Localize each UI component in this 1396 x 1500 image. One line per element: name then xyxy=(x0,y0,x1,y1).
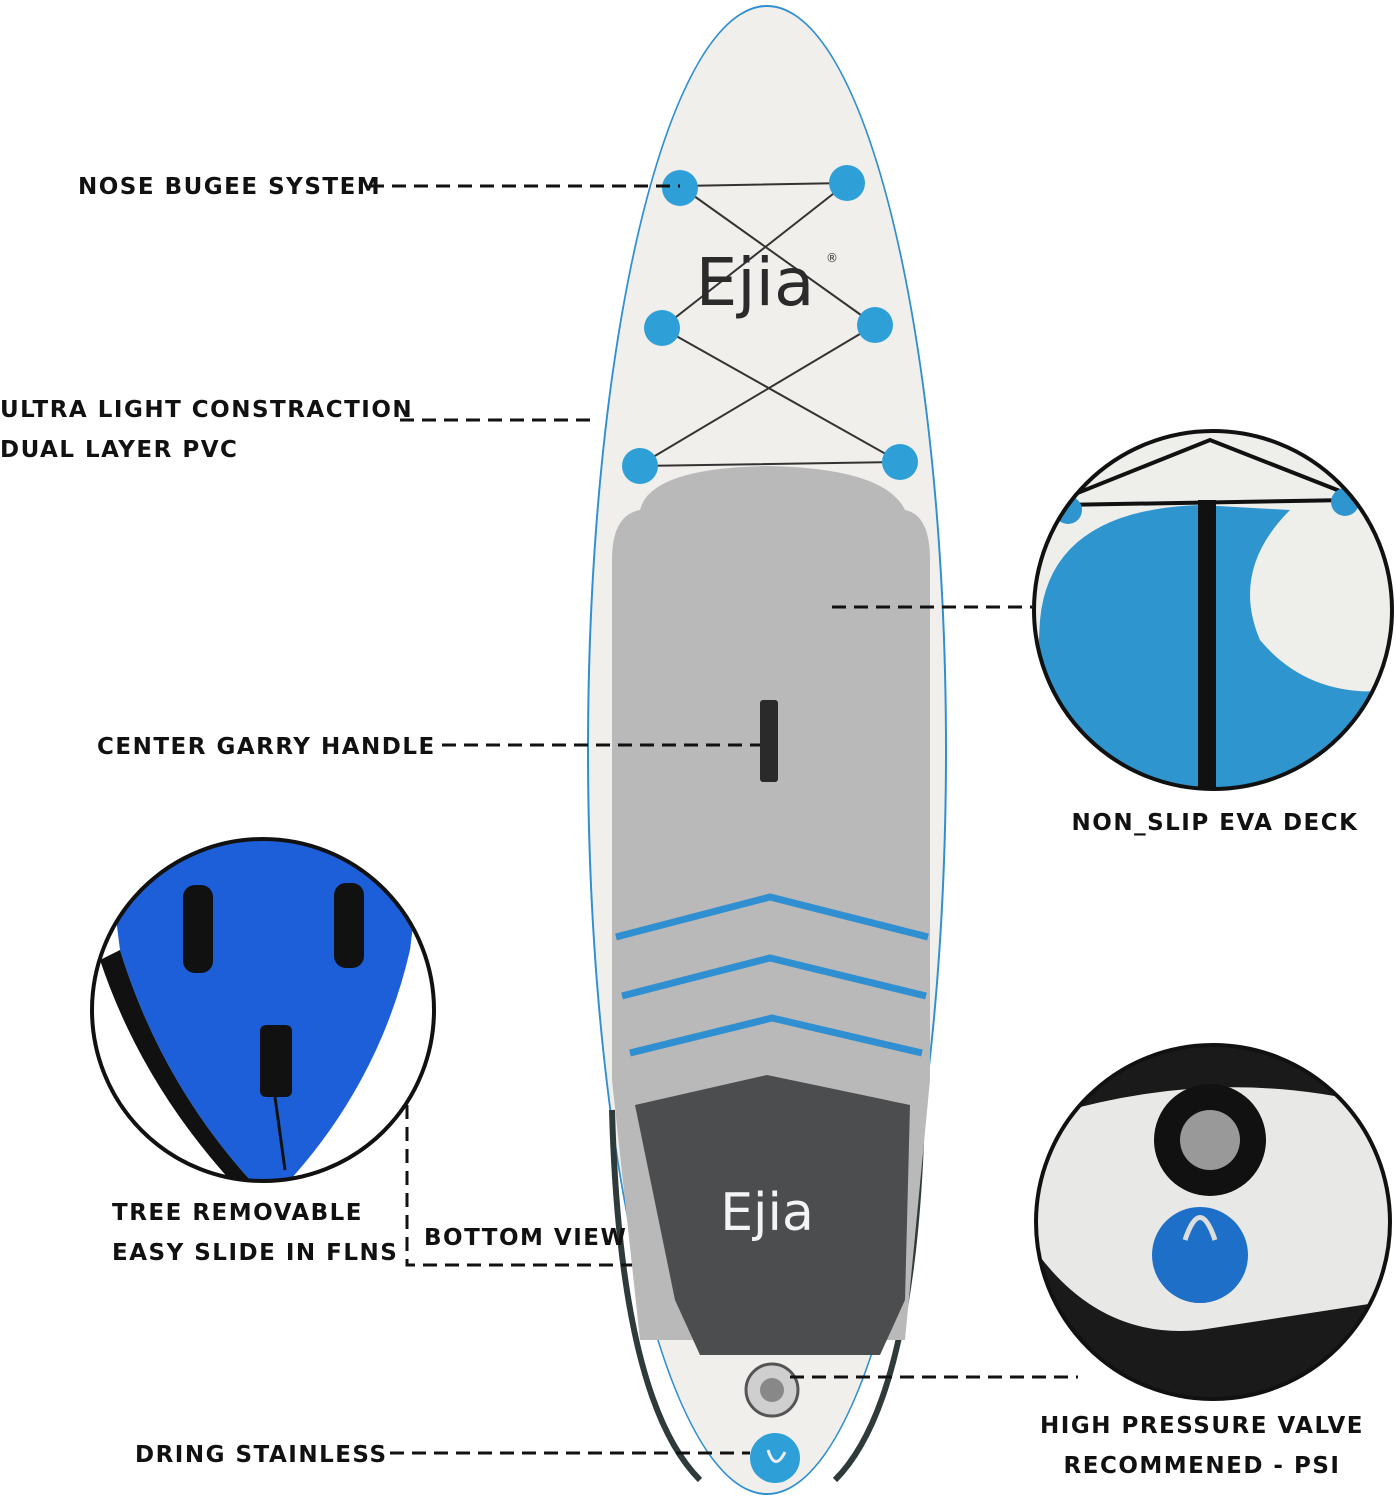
d-ring xyxy=(750,1433,800,1483)
registered-mark: ® xyxy=(826,251,838,265)
deck-detail-view xyxy=(1032,429,1394,791)
label-non-slip-deck: NON_SLIP EVA DECK xyxy=(1072,810,1359,836)
label-valve-line1: HIGH PRESSURE VALVE xyxy=(1040,1413,1364,1439)
valve-detail-view xyxy=(1034,1043,1392,1401)
fins-detail-view xyxy=(90,837,436,1183)
label-construction-line1: ULTRA LIGHT CONSTRACTION xyxy=(0,397,413,423)
deck-stripes xyxy=(615,893,929,1057)
label-nose-bungee: NOSE BUGEE SYSTEM xyxy=(78,174,381,200)
bungee-cords xyxy=(637,182,901,467)
label-fins-line1: TREE REMOVABLE xyxy=(112,1200,363,1226)
label-fins-line2: EASY SLIDE IN FLNS xyxy=(112,1240,398,1266)
leader-lines xyxy=(370,184,1078,1455)
tail-brand-logo: Ejia xyxy=(720,1183,814,1243)
valve xyxy=(744,1362,800,1418)
tail-pad xyxy=(635,1075,910,1355)
label-bottom-view: BOTTOM VIEW xyxy=(424,1225,627,1251)
label-valve-line2: RECOMMENED - PSI xyxy=(1064,1453,1341,1479)
label-carry-handle: CENTER GARRY HANDLE xyxy=(97,734,436,760)
label-construction-line2: DUAL LAYER PVC xyxy=(0,437,238,463)
tie-down-points xyxy=(622,165,918,484)
carry-handle xyxy=(760,700,778,782)
label-d-ring: DRING STAINLESS xyxy=(135,1442,388,1468)
paddle-board: Ejia Ejia ® xyxy=(587,5,947,1495)
nose-brand-logo: Ejia xyxy=(696,244,815,321)
